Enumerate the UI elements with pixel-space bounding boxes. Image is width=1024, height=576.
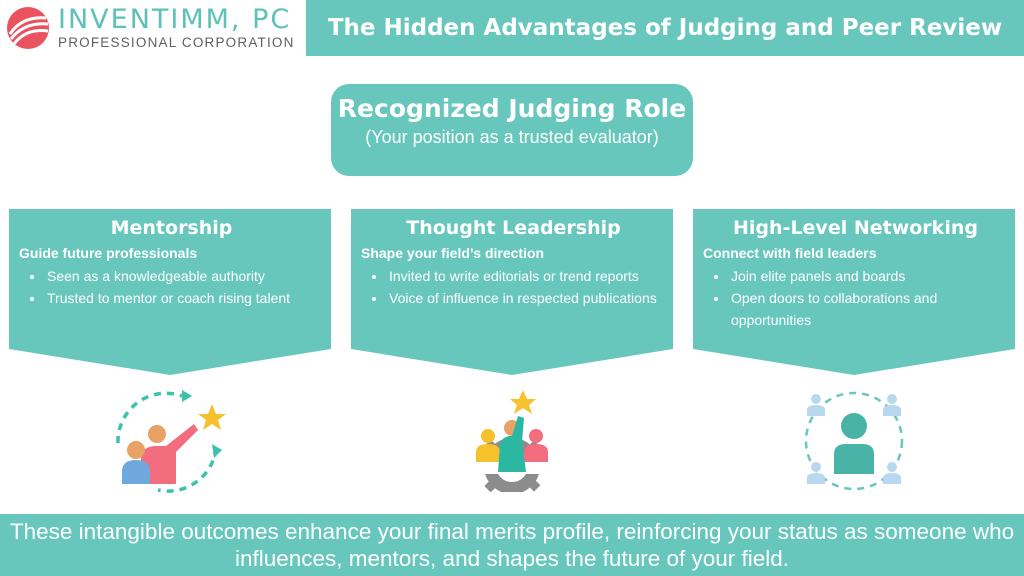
list-item: Join elite panels and boards	[729, 265, 1008, 287]
column-bullets: Invited to write editorials or trend rep…	[361, 265, 666, 309]
logo-name: INVENTIMM, PC	[58, 4, 292, 35]
column-subhead: Shape your field’s direction	[361, 245, 545, 261]
network-people-icon	[804, 391, 904, 491]
page-title: The Hidden Advantages of Judging and Pee…	[327, 15, 1003, 41]
list-item: Open doors to collaborations and opportu…	[729, 287, 1008, 331]
column-subhead: Guide future professionals	[19, 245, 198, 261]
list-item: Voice of influence in respected publicat…	[387, 287, 666, 309]
footer-summary: These intangible outcomes enhance your f…	[0, 514, 1024, 576]
role-subtitle: (Your position as a trusted evaluator)	[365, 127, 659, 147]
list-item: Seen as a knowledgeable authority	[45, 265, 324, 287]
column-title: Mentorship	[110, 217, 233, 239]
column-shape	[351, 209, 673, 375]
role-title: Recognized Judging Role	[337, 94, 687, 123]
column-bullets: Seen as a knowledgeable authority Truste…	[19, 265, 324, 309]
column-title: Thought Leadership	[406, 217, 621, 239]
column-bullets: Join elite panels and boards Open doors …	[703, 265, 1008, 331]
column-mentorship: Mentorship Guide future professionals Se…	[9, 209, 331, 375]
column-subhead: Connect with field leaders	[703, 245, 877, 261]
column-shape	[9, 209, 331, 375]
logo: INVENTIMM, PC PROFESSIONAL CORPORATION	[0, 0, 306, 56]
logo-mark-icon	[7, 7, 49, 49]
role-box: Recognized Judging Role (Your position a…	[331, 84, 693, 176]
mentor-pointing-star-icon	[116, 390, 226, 493]
list-item: Invited to write editorials or trend rep…	[387, 265, 666, 287]
list-item: Trusted to mentor or coach rising talent	[45, 287, 324, 309]
column-shape	[693, 209, 1015, 375]
logo-subtitle: PROFESSIONAL CORPORATION	[58, 35, 295, 50]
column-thought-leadership: Thought Leadership Shape your field’s di…	[351, 209, 673, 375]
column-title: High-Level Networking	[733, 217, 978, 239]
column-networking: High-Level Networking Connect with field…	[693, 209, 1015, 375]
title-bar: The Hidden Advantages of Judging and Pee…	[306, 0, 1024, 56]
team-gear-star-icon	[470, 390, 554, 492]
